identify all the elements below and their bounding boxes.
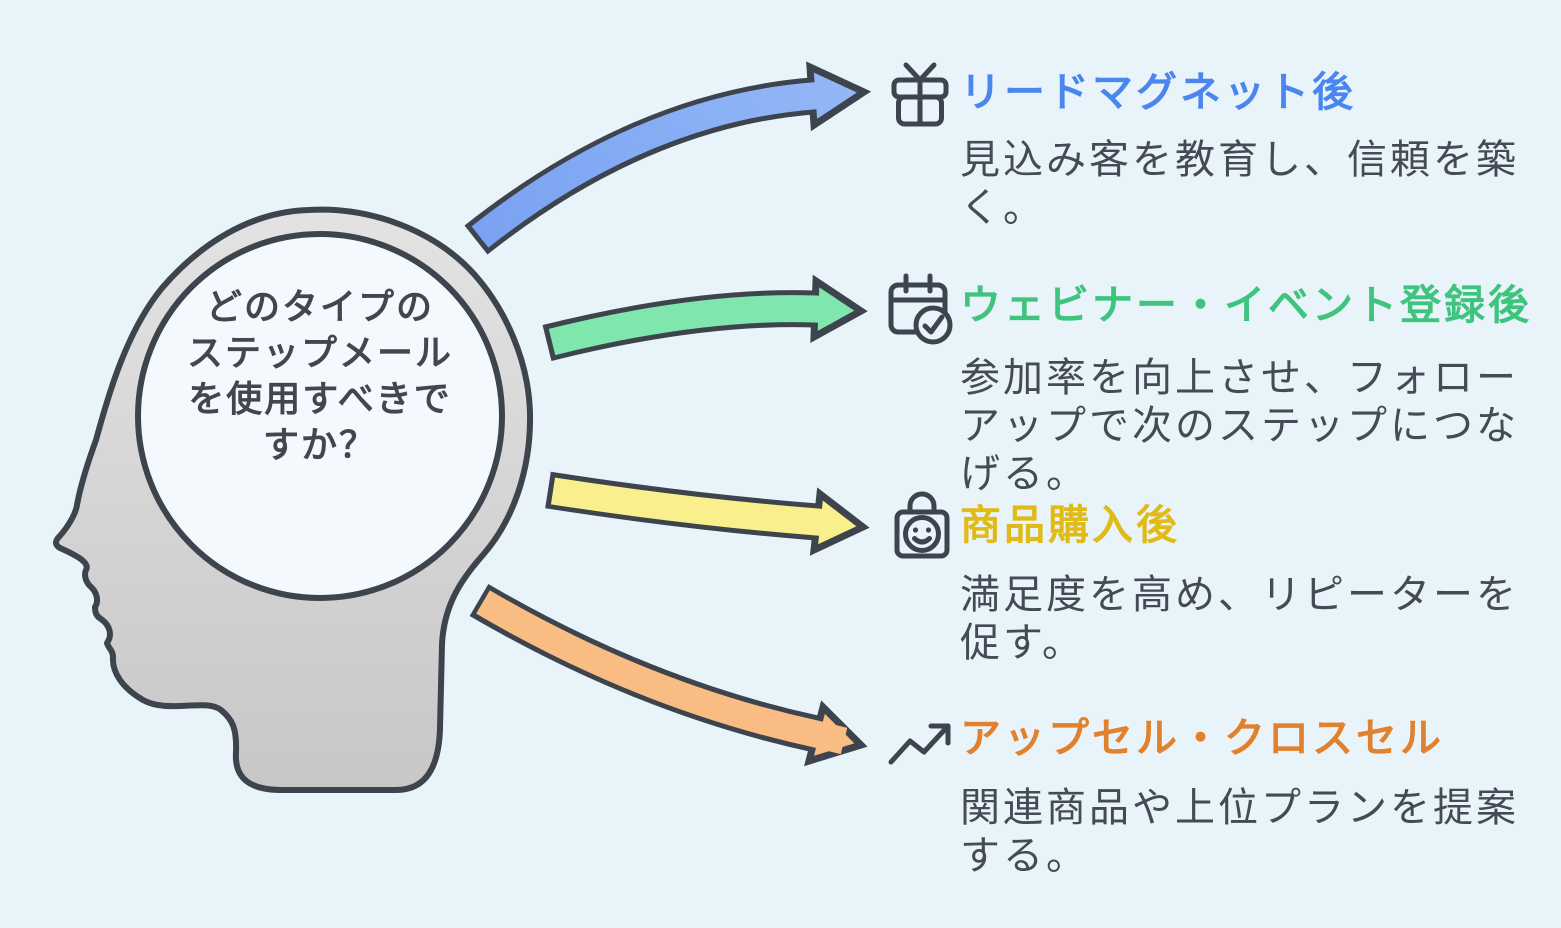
- arrow-lead-magnet: [464, 61, 872, 255]
- arrow-purchase: [545, 471, 870, 556]
- question-line: を使用すべきで: [188, 378, 452, 419]
- question-line: すか？: [262, 424, 377, 465]
- item-title-upsell: アップセル・クロスセル: [960, 715, 1444, 761]
- question-line: ステップメール: [186, 332, 453, 373]
- item-desc-upsell: 関連商品や上位プランを提案する。: [960, 786, 1519, 878]
- shopping-bag-smile-icon: [894, 491, 950, 559]
- item-desc-purchase: 満足度を高め、リピーターを促す。: [960, 573, 1519, 665]
- item-title-webinar: ウェビナー・イベント登録後: [960, 282, 1532, 328]
- thought-circle: [135, 231, 505, 601]
- arrow-webinar: [542, 274, 868, 361]
- item-title-purchase: 商品購入後: [960, 502, 1180, 548]
- item-desc-lead-magnet: 見込み客を教育し、信頼を築く。: [960, 138, 1519, 230]
- item-desc-webinar: 参加率を向上させ、フォローアップで次のステップにつなげる。: [960, 356, 1519, 496]
- item-title-lead-magnet: リードマグネット後: [960, 69, 1356, 115]
- arrow-upsell: [469, 584, 868, 767]
- calendar-check-icon: [888, 273, 953, 345]
- question-text: どのタイプの ステップメール を使用すべきで すか？: [130, 284, 510, 468]
- gift-icon: [891, 62, 949, 127]
- question-line: どのタイプの: [205, 286, 434, 327]
- trending-up-icon: [888, 723, 951, 765]
